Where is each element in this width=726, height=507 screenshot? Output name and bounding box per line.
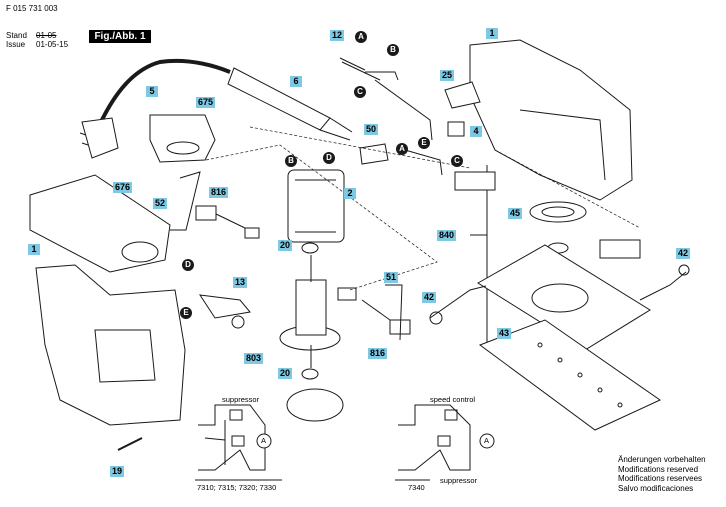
- ammeter-right-label: A: [484, 436, 490, 445]
- fan: [286, 388, 344, 422]
- connector-marker-e: E: [418, 137, 430, 149]
- part-tag-676: 676: [113, 182, 133, 193]
- ammeter-right: [479, 433, 495, 449]
- part-tag-1-left: 1: [28, 244, 40, 255]
- connector-marker-a: A: [355, 31, 367, 43]
- schematic-left-caption: 7310; 7315; 7320; 7330: [197, 483, 277, 492]
- note-line: Salvo modificaciones: [618, 483, 694, 493]
- note-line: Änderungen vorbehalten: [618, 455, 706, 464]
- part-tag-840: 840: [437, 230, 457, 241]
- bearing-lower: [301, 368, 319, 380]
- part-tag-6: 6: [290, 76, 302, 87]
- part-tag-4: 4: [470, 126, 482, 137]
- stand-value: 01-05: [36, 31, 57, 40]
- part-tag-675: 675: [196, 97, 216, 108]
- cord-clamp: [359, 143, 389, 165]
- housing-right: [469, 39, 633, 201]
- stand-label: Stand: [6, 31, 27, 40]
- part-tag-45: 45: [508, 208, 523, 219]
- connector-marker-d: D: [182, 259, 194, 271]
- note-line: Modifications reserved: [618, 464, 699, 474]
- connector-marker-e: E: [180, 307, 192, 319]
- switch-button: [447, 121, 465, 137]
- issue-label: Issue: [6, 40, 26, 49]
- part-tag-50: 50: [364, 124, 379, 135]
- power-plug: [81, 117, 119, 159]
- schematic-right-suppressor: suppressor: [440, 476, 478, 485]
- modification-notes: Änderungen vorbehalten Modifications res…: [618, 455, 706, 493]
- dust-nozzle: [149, 114, 216, 163]
- part-tag-20-lower: 20: [278, 368, 293, 379]
- armature-core: [295, 279, 327, 336]
- part-tag-20-upper: 20: [278, 240, 293, 251]
- part-tag-42-left: 42: [422, 292, 437, 303]
- connector-marker-d: D: [323, 152, 335, 164]
- housing-left: [35, 264, 186, 426]
- part-tag-803: 803: [244, 353, 264, 364]
- connector-marker-b: B: [387, 44, 399, 56]
- cord-sleeve: [227, 67, 331, 131]
- part-tag-13: 13: [233, 277, 248, 288]
- clamp-right: [639, 271, 687, 301]
- schematic-right: [395, 404, 471, 481]
- connector-marker-c: C: [354, 86, 366, 98]
- schematic-right-caption: 7340: [408, 483, 425, 492]
- dust-bag: [29, 174, 171, 273]
- part-tag-816-upper: 816: [209, 187, 229, 198]
- lock-lever: [198, 294, 251, 319]
- bearing-ring: [529, 201, 587, 223]
- brush-holder-left: [195, 205, 217, 221]
- part-tag-51: 51: [384, 272, 399, 283]
- part-tag-2: 2: [344, 188, 356, 199]
- clamp-left: [429, 285, 487, 319]
- part-tag-52: 52: [153, 198, 168, 209]
- part-tag-19: 19: [110, 466, 125, 477]
- screw: [117, 437, 143, 451]
- ammeter-left: [256, 433, 272, 449]
- part-tag-816-lower: 816: [368, 348, 388, 359]
- part-tag-43: 43: [497, 328, 512, 339]
- motor-stator: [287, 169, 345, 243]
- power-cable: [93, 58, 231, 136]
- part-tag-12: 12: [330, 30, 345, 41]
- part-tag-42-right: 42: [676, 248, 691, 259]
- connector-marker-c: C: [451, 155, 463, 167]
- doc-number: F 015 731 003: [6, 4, 58, 13]
- ammeter-left-label: A: [261, 436, 267, 445]
- part-tag-1-top: 1: [486, 28, 498, 39]
- issue-value: 01-05-15: [36, 40, 69, 49]
- part-tag-5: 5: [146, 86, 158, 97]
- connector-marker-b: B: [285, 155, 297, 167]
- bearing-upper: [301, 242, 319, 254]
- connector-marker-a: A: [396, 143, 408, 155]
- schematic-right-speed-control: speed control: [430, 395, 476, 404]
- figure-label: Fig./Abb. 1: [89, 30, 151, 43]
- note-line: Modifications reservees: [618, 474, 703, 483]
- sanding-sheet: [478, 319, 662, 431]
- schematic-left-suppressor: suppressor: [222, 395, 260, 404]
- switch-cover: [444, 81, 481, 109]
- part-tag-25: 25: [440, 70, 455, 81]
